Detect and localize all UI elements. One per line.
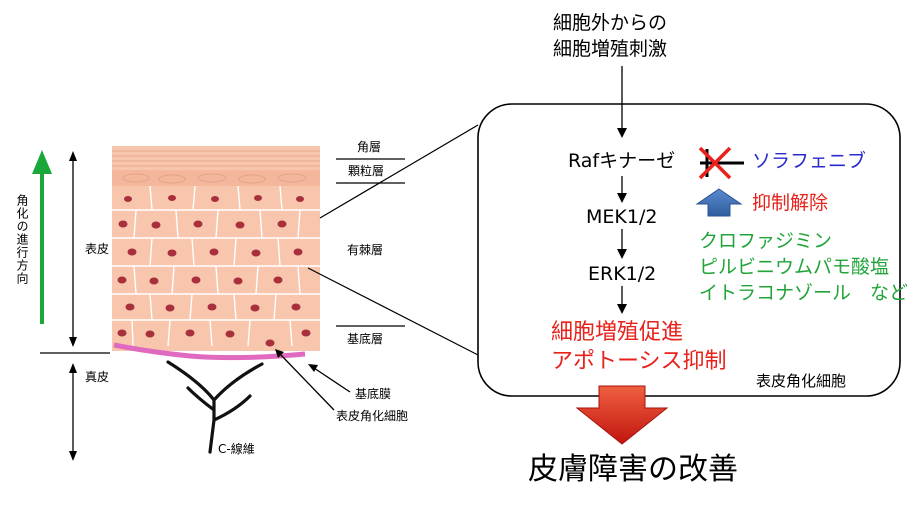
stratum-spinosum-cells [112, 185, 320, 347]
pathway-arrows [617, 66, 627, 314]
stimulus-line1: 細胞外からの [553, 12, 668, 34]
basement-membrane-line [113, 342, 306, 361]
basement-membrane-pointer [308, 364, 351, 393]
keratinization-direction-label: 角化の進行方向 [15, 194, 29, 285]
sorafenib-inhibition-symbol [698, 146, 744, 180]
keratinocyte-detail-box [477, 103, 901, 397]
detail-box-cell-label: 表皮角化細胞 [756, 372, 847, 390]
result-down-arrow [575, 385, 669, 445]
stratum-granulosum-band [112, 170, 320, 186]
inhibition-release-label: 抑制解除 [752, 192, 829, 214]
outcome-apoptosis-suppression: アポトーシス抑制 [551, 349, 727, 374]
stratum-granulosum-label: 顆粒層 [348, 164, 385, 178]
drug-clofazimine: クロファジミン [699, 230, 833, 252]
drug-pyrvinium-pamoate: ピルビニウムパモ酸塩 [699, 256, 890, 278]
basement-membrane-label: 基底膜 [355, 387, 392, 401]
stratum-corneum-label: 角層 [357, 140, 382, 154]
stimulus-line2: 細胞増殖刺激 [553, 38, 668, 60]
mek-label: MEK1/2 [586, 206, 658, 228]
raf-kinase-label: Rafキナーゼ [568, 150, 676, 172]
erk-label: ERK1/2 [588, 263, 657, 285]
c-fiber-nerve [166, 360, 264, 454]
dermis-label: 真皮 [85, 370, 110, 384]
keratinocyte-pointer [275, 349, 335, 411]
sorafenib-label: ソラフェニブ [752, 150, 867, 172]
skin-tissue-illustration [112, 146, 320, 361]
cell-nuclei [117, 195, 311, 347]
keratinocyte-label: 表皮角化細胞 [336, 409, 409, 423]
outcome-proliferation: 細胞増殖促進 [551, 320, 684, 345]
epidermis-label: 表皮 [85, 242, 110, 256]
stratum-basale-label: 基底層 [347, 332, 384, 346]
stratum-corneum-band [112, 150, 320, 167]
c-fiber-label: C-線維 [218, 442, 255, 456]
result-label: 皮膚障害の改善 [528, 452, 738, 487]
zoom-connector-lines [307, 124, 481, 357]
keratinization-direction-arrow [32, 150, 52, 324]
release-up-arrow [695, 188, 743, 217]
epidermis-range-arrow [69, 151, 77, 347]
layer-separators [336, 158, 405, 327]
stratum-spinosum-label: 有棘層 [347, 243, 384, 257]
dermis-range-arrow [69, 363, 77, 461]
drug-itraconazole: イトラコナゾール など [699, 282, 909, 304]
